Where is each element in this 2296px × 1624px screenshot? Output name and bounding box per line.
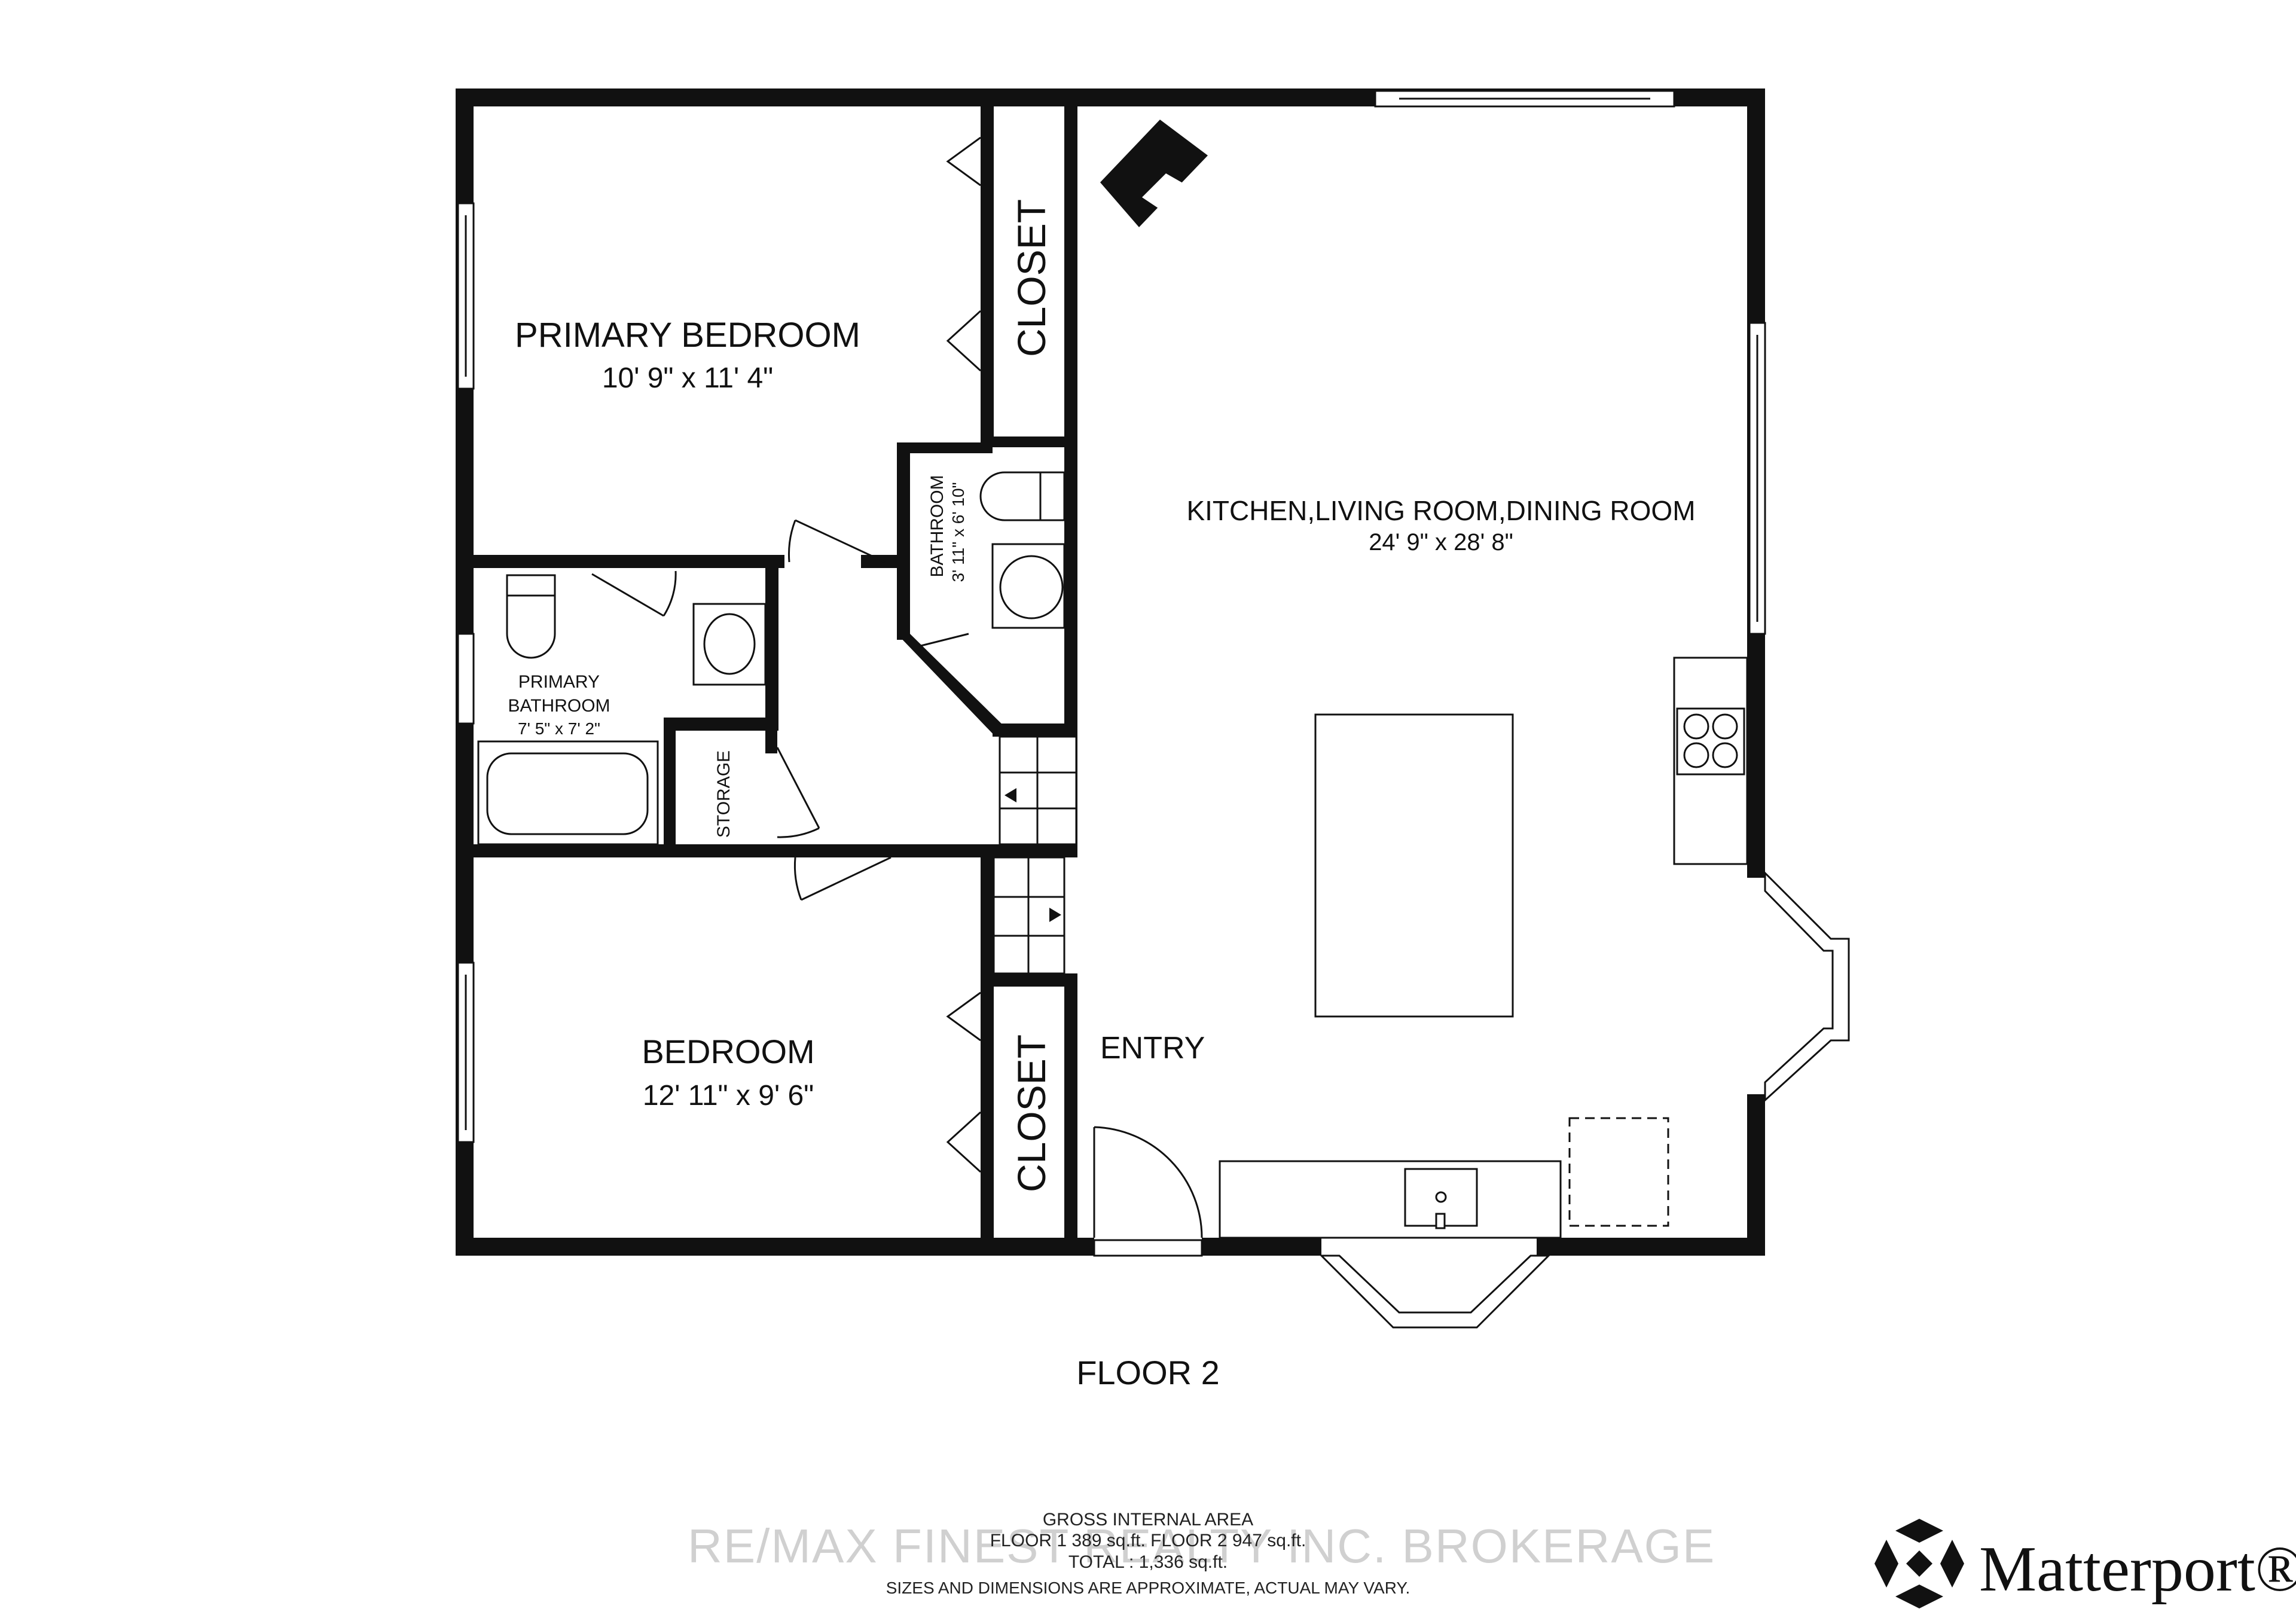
fireplace-icon [1100,120,1208,227]
dashed-appliance [1568,1117,1669,1227]
primary-bedroom-dims: 10' 9" x 11' 4" [602,362,773,394]
closet-doors-bottom [946,991,982,1173]
entry-label: ENTRY [1100,1031,1205,1066]
kitchen-living-dining-dims: 24' 9" x 28' 8" [1369,529,1513,555]
closet-top-label: CLOSET [1009,199,1054,357]
closet-doors-top [946,136,982,372]
disclaimer: SIZES AND DIMENSIONS ARE APPROXIMATE, AC… [886,1579,1410,1597]
closet-bottom-label: CLOSET [1009,1034,1054,1192]
toilet-icon [506,574,556,659]
kitchen-living-dining-name: KITCHEN,LIVING ROOM,DINING ROOM [1186,495,1695,526]
stove-icon [1673,657,1748,865]
matterport-logo-icon [1874,1519,1964,1608]
bedroom-name: BEDROOM [642,1033,814,1070]
floor-label: FLOOR 2 [1076,1354,1220,1391]
bathtub-icon [477,740,659,845]
primary-bathroom-line2: BATHROOM [508,696,610,716]
bay-window-bottom [1319,1254,1551,1329]
bathroom-dims: 3' 11" x 6' 10" [949,482,967,582]
bedroom-dims: 12' 11" x 9' 6" [643,1080,814,1112]
toilet-icon-small [979,471,1065,521]
storage-label: STORAGE [714,750,734,838]
sink-icon [692,603,767,686]
kitchen-counter [1219,1160,1562,1239]
kitchen-island [1314,713,1514,1018]
total-area: TOTAL : 1,336 sq.ft. [1068,1552,1228,1572]
stairs-lower [993,856,1065,975]
bathroom-name: BATHROOM [927,475,947,577]
floor-areas: FLOOR 1 389 sq.ft. FLOOR 2 947 sq.ft. [990,1531,1306,1550]
matterport-wordmark: Matterport® [1979,1534,2296,1605]
matterport-brand: Matterport® [1871,1516,2296,1611]
primary-bathroom-dims: 7' 5" x 7' 2" [518,719,600,738]
gross-area-title: GROSS INTERNAL AREA [1042,1510,1254,1530]
bay-window-right [1764,871,1850,1103]
windows [457,90,1766,1257]
stairs-upper [999,735,1077,845]
sink-icon-small [991,543,1065,629]
primary-bedroom-name: PRIMARY BEDROOM [515,316,860,355]
primary-bathroom-line1: PRIMARY [518,672,600,692]
door-swings [591,519,1203,1238]
